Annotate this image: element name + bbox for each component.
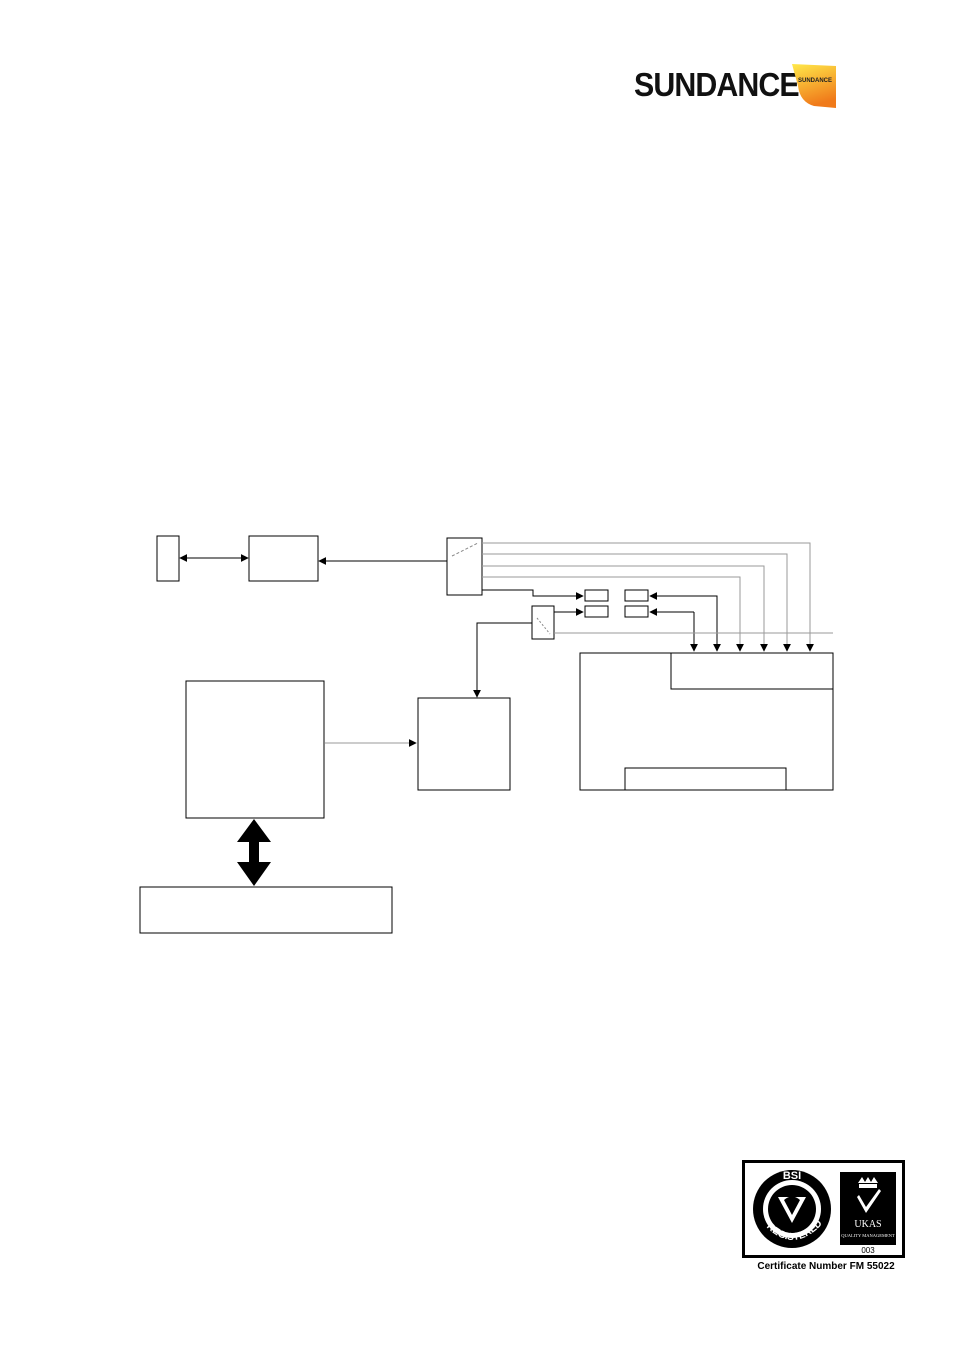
certification-frame: BSI REGISTERED UKAS QUALITY MANAGEMENT 0…: [742, 1160, 905, 1258]
brand-name: SUNDANCE: [634, 66, 800, 103]
diagram-line-1: [482, 542, 814, 652]
bsi-label: BSI: [783, 1170, 801, 1182]
diagram-reg-3: [584, 605, 609, 618]
diagram-reg-1: [584, 589, 609, 602]
diagram-arrow-to-block-b: [473, 622, 532, 698]
diagram-line-3: [482, 565, 768, 652]
certificate-number: Certificate Number FM 55022: [757, 1261, 895, 1272]
diagram-sub-block-top: [670, 652, 834, 690]
brand-flag-icon: SUNDANCE: [792, 64, 838, 108]
diagram-line-5: [482, 589, 584, 600]
ukas-number: 003: [861, 1246, 875, 1255]
diagram-line-2: [482, 553, 791, 652]
company-logo: SUNDANCE SUNDANCE: [634, 64, 840, 110]
diagram-block-b: [417, 697, 511, 791]
brand-flag-label: SUNDANCE: [797, 78, 832, 84]
diagram-block-a: [248, 535, 319, 582]
diagram-block-bottom: [139, 886, 393, 934]
diagram-reg-2: [624, 589, 649, 602]
bsi-registered-icon: BSI REGISTERED UKAS QUALITY MANAGEMENT 0…: [753, 1170, 896, 1255]
diagram-thick-bidir-arrow: [237, 819, 271, 886]
diagram-block-c: [185, 680, 325, 819]
diagram-switch-slash-lower: [536, 617, 551, 635]
diagram-reg-4: [624, 605, 649, 618]
diagram-line-reg2: [649, 592, 718, 651]
diagram-switch-block-upper: [446, 537, 483, 596]
ukas-sublabel: QUALITY MANAGEMENT: [841, 1233, 895, 1238]
ukas-label: UKAS: [854, 1219, 881, 1230]
certification-badge: BSI REGISTERED UKAS QUALITY MANAGEMENT 0…: [742, 1160, 910, 1276]
diagram-sub-block-bottom: [624, 767, 787, 791]
diagram-small-block: [156, 535, 180, 582]
diagram-switch-block-lower: [531, 605, 555, 640]
diagram-line-4: [482, 576, 744, 652]
